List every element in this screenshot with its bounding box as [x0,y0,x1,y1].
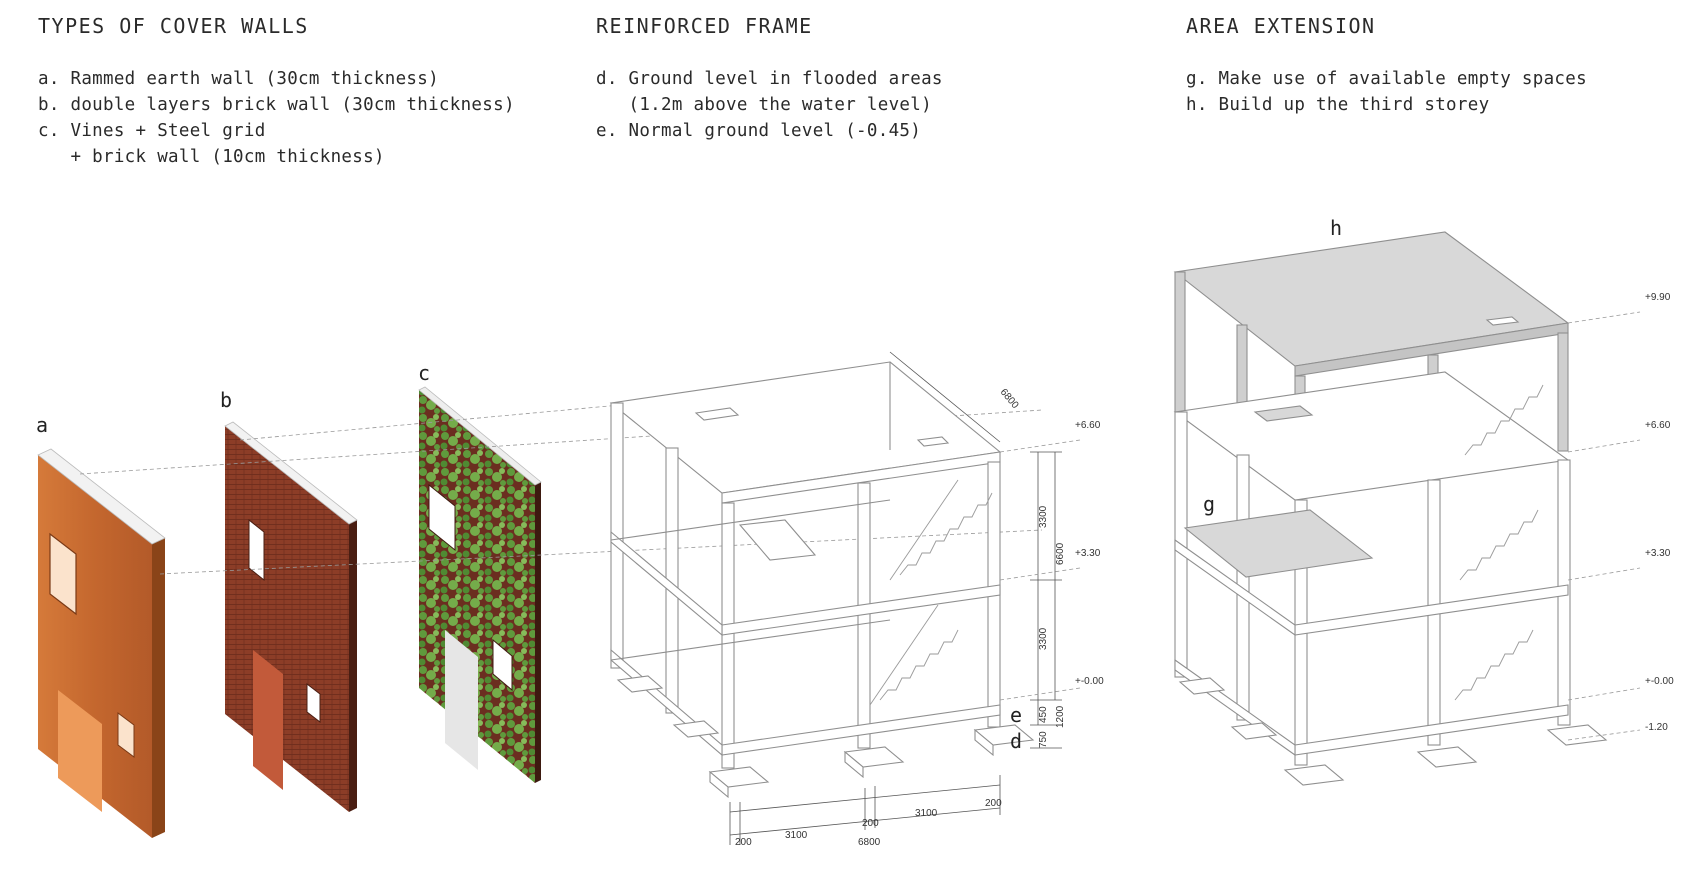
frame-level-660: +6.60 [1075,420,1101,431]
item-a: a. Rammed earth wall (30cm thickness) [38,69,439,89]
wall-label-b: b [220,388,232,412]
bottom-dim-3100-b: 3100 [915,808,938,819]
item-g: g. Make use of available empty spaces [1186,69,1587,89]
section-items: d. Ground level in flooded areas (1.2m a… [596,66,943,144]
vine-wall [418,386,542,783]
section-items: a. Rammed earth wall (30cm thickness) b. … [38,66,515,170]
ext-level-minus120: -1.20 [1645,722,1668,733]
dim-450: 450 [1038,706,1049,723]
reinforced-frame [609,361,1035,799]
section-items: g. Make use of available empty spaces h. … [1186,66,1587,118]
frame-level-000: +-0.00 [1075,676,1104,687]
frame-beam [610,530,723,637]
item-d: d. Ground level in flooded areas [596,69,943,89]
bottom-dim-6800: 6800 [858,837,881,848]
frame-staircase [869,479,993,706]
depth-dim: 6800 [998,387,1021,411]
extension-level-lines [999,311,1641,741]
bottom-dim-3100-a: 3100 [785,830,808,841]
item-h: h. Build up the third storey [1186,95,1490,115]
marker-e: e [1010,703,1022,727]
ext-level-660: +6.60 [1645,420,1671,431]
frame-level-330: +3.30 [1075,548,1101,559]
dim-750: 750 [1038,731,1049,748]
rammed-earth-wall [37,448,166,838]
ext-label-g: g [1203,492,1215,516]
item-c: c. Vines + Steel grid [38,121,266,141]
frame-column [721,502,735,769]
item-c-cont: + brick wall (10cm thickness) [38,147,385,167]
section-title: AREA EXTENSION [1186,14,1376,38]
marker-d: d [1010,729,1022,753]
third-storey-roof [1173,231,1570,367]
ext-level-330: +3.30 [1645,548,1671,559]
brick-wall [224,421,358,812]
bottom-dim-200-b: 200 [862,818,879,829]
section-title: REINFORCED FRAME [596,14,813,38]
wall-label-c: c [418,361,430,385]
item-e: e. Normal ground level (-0.45) [596,121,922,141]
dim-1200: 1200 [1055,705,1066,728]
bottom-dim-200-a: 200 [735,837,752,848]
item-b: b. double layers brick wall (30cm thickn… [38,95,515,115]
roof-hatch [694,407,740,421]
dim-6600: 6600 [1055,542,1066,565]
frame-dimensions [729,351,1062,845]
footings [616,675,1035,799]
extension-frame [1173,231,1608,786]
item-d-cont: (1.2m above the water level) [596,95,932,115]
slab-opening [738,519,817,561]
wall-label-a: a [36,413,48,437]
extension-infill-slab [1183,509,1374,578]
dim-3300-lower: 3300 [1038,627,1049,650]
alignment-lines [79,404,1043,575]
roof-hatch-2 [916,436,950,447]
ext-label-h: h [1330,216,1342,240]
section-title: TYPES OF COVER WALLS [38,14,309,38]
bottom-dim-200-c: 200 [985,798,1002,809]
dim-3300-upper: 3300 [1038,505,1049,528]
ext-level-000: +-0.00 [1645,676,1674,687]
ext-level-990: +9.90 [1645,292,1671,303]
